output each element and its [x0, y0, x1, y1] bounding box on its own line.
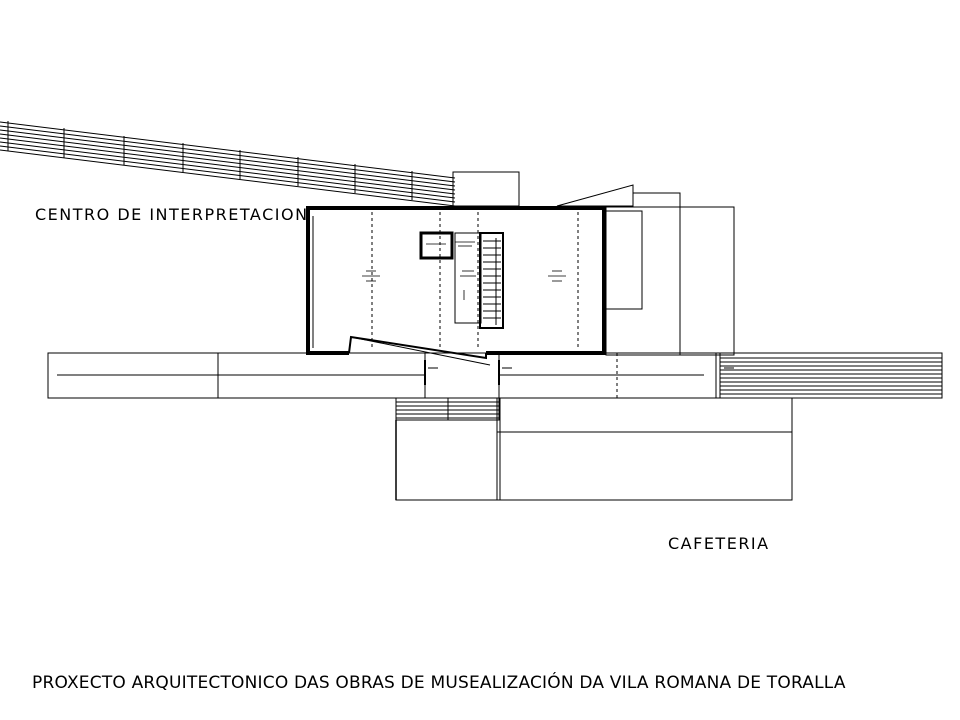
annotation-marks [362, 241, 566, 300]
entry-ramp-edge [350, 336, 491, 366]
deck-boards [719, 352, 943, 399]
sloped-walkway [0, 121, 456, 207]
interpretation-building [306, 206, 606, 360]
label-cafeteria: CAFETERIA [668, 534, 770, 553]
entrance-platform [47, 352, 943, 399]
cafeteria-block [395, 398, 793, 501]
entry-steps [395, 397, 500, 421]
label-centro-interpretacion: CENTRO DE INTERPRETACION [35, 205, 309, 224]
stair-treads [483, 238, 501, 325]
project-title: PROXECTO ARQUITECTONICO DAS OBRAS DE MUS… [32, 673, 846, 693]
